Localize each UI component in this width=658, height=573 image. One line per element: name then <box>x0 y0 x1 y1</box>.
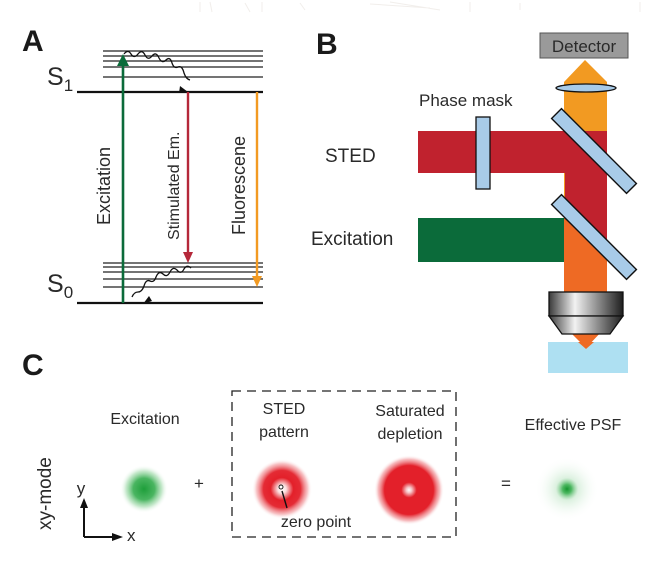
panel-b-label: B <box>316 28 338 61</box>
xy-axes-icon <box>80 498 123 541</box>
xy-mode-label: xy-mode <box>35 457 56 530</box>
s0-label: S0 <box>47 270 73 302</box>
panel-c-label: C <box>22 349 44 382</box>
panel-b: B Detector Phase mask STED Excitation <box>311 28 638 373</box>
detector-box <box>539 32 629 59</box>
sted-pattern-label-line2: pattern <box>259 424 309 441</box>
phase-mask <box>475 116 491 190</box>
stimulated-emission-arrow <box>183 92 193 263</box>
objective-lens <box>547 291 625 335</box>
stimulated-emission-label: Stimulated Em. <box>166 132 183 240</box>
relaxation-arrowhead-s1 <box>179 86 188 93</box>
sted-beam-label: STED <box>325 146 376 167</box>
y-axis-label: y <box>77 479 86 498</box>
detector-label: Detector <box>552 37 617 56</box>
excitation-beam <box>418 218 565 262</box>
sted-pattern-label-line1: STED <box>263 401 306 418</box>
s0-sublevels <box>103 262 263 288</box>
equals-operator: = <box>501 474 511 493</box>
excitation-arrow <box>117 54 129 303</box>
excitation-beam-label: Excitation <box>311 229 393 250</box>
zero-point-pointer <box>281 490 288 509</box>
s1-sublevels <box>103 50 263 78</box>
saturated-label-line2: depletion <box>378 426 443 443</box>
phase-mask-label: Phase mask <box>419 91 513 110</box>
panel-a-label: A <box>22 25 44 58</box>
relaxation-arrowhead-s0 <box>143 296 152 304</box>
panel-a: A S1 S0 Excitation <box>22 25 263 305</box>
dichroic-mirror-upper <box>550 107 638 195</box>
effective-psf-label: Effective PSF <box>525 417 622 434</box>
fluorescence-arrow <box>252 92 262 287</box>
depletion-group-box <box>231 390 457 538</box>
saturated-depletion-spot <box>374 455 444 525</box>
focus-tip <box>578 342 594 349</box>
saturated-label-line1: Saturated <box>375 403 444 420</box>
zero-point-label: zero point <box>281 514 352 531</box>
dichroic-mirror-lower <box>550 193 638 281</box>
x-axis-label: x <box>127 526 136 545</box>
combined-beam-lower <box>564 258 607 292</box>
sted-beam <box>418 131 607 260</box>
panel-c: C xy-mode y x Excitation + STED pattern … <box>22 349 622 545</box>
excitation-transition-label: Excitation <box>94 147 114 225</box>
s1-label: S1 <box>47 63 73 95</box>
excitation-psf-label: Excitation <box>110 411 179 428</box>
lens <box>555 83 617 93</box>
effective-psf-spot <box>535 457 599 521</box>
watermark-strip <box>199 1 641 13</box>
relaxation-wavy-arrow-s0 <box>131 265 192 298</box>
excitation-psf-spot <box>120 465 168 513</box>
relaxation-wavy-arrow-s1 <box>123 50 191 81</box>
fluorescence-label: Fluorescene <box>229 136 249 235</box>
zero-point-marker <box>278 484 284 490</box>
plus-operator: + <box>194 474 204 493</box>
